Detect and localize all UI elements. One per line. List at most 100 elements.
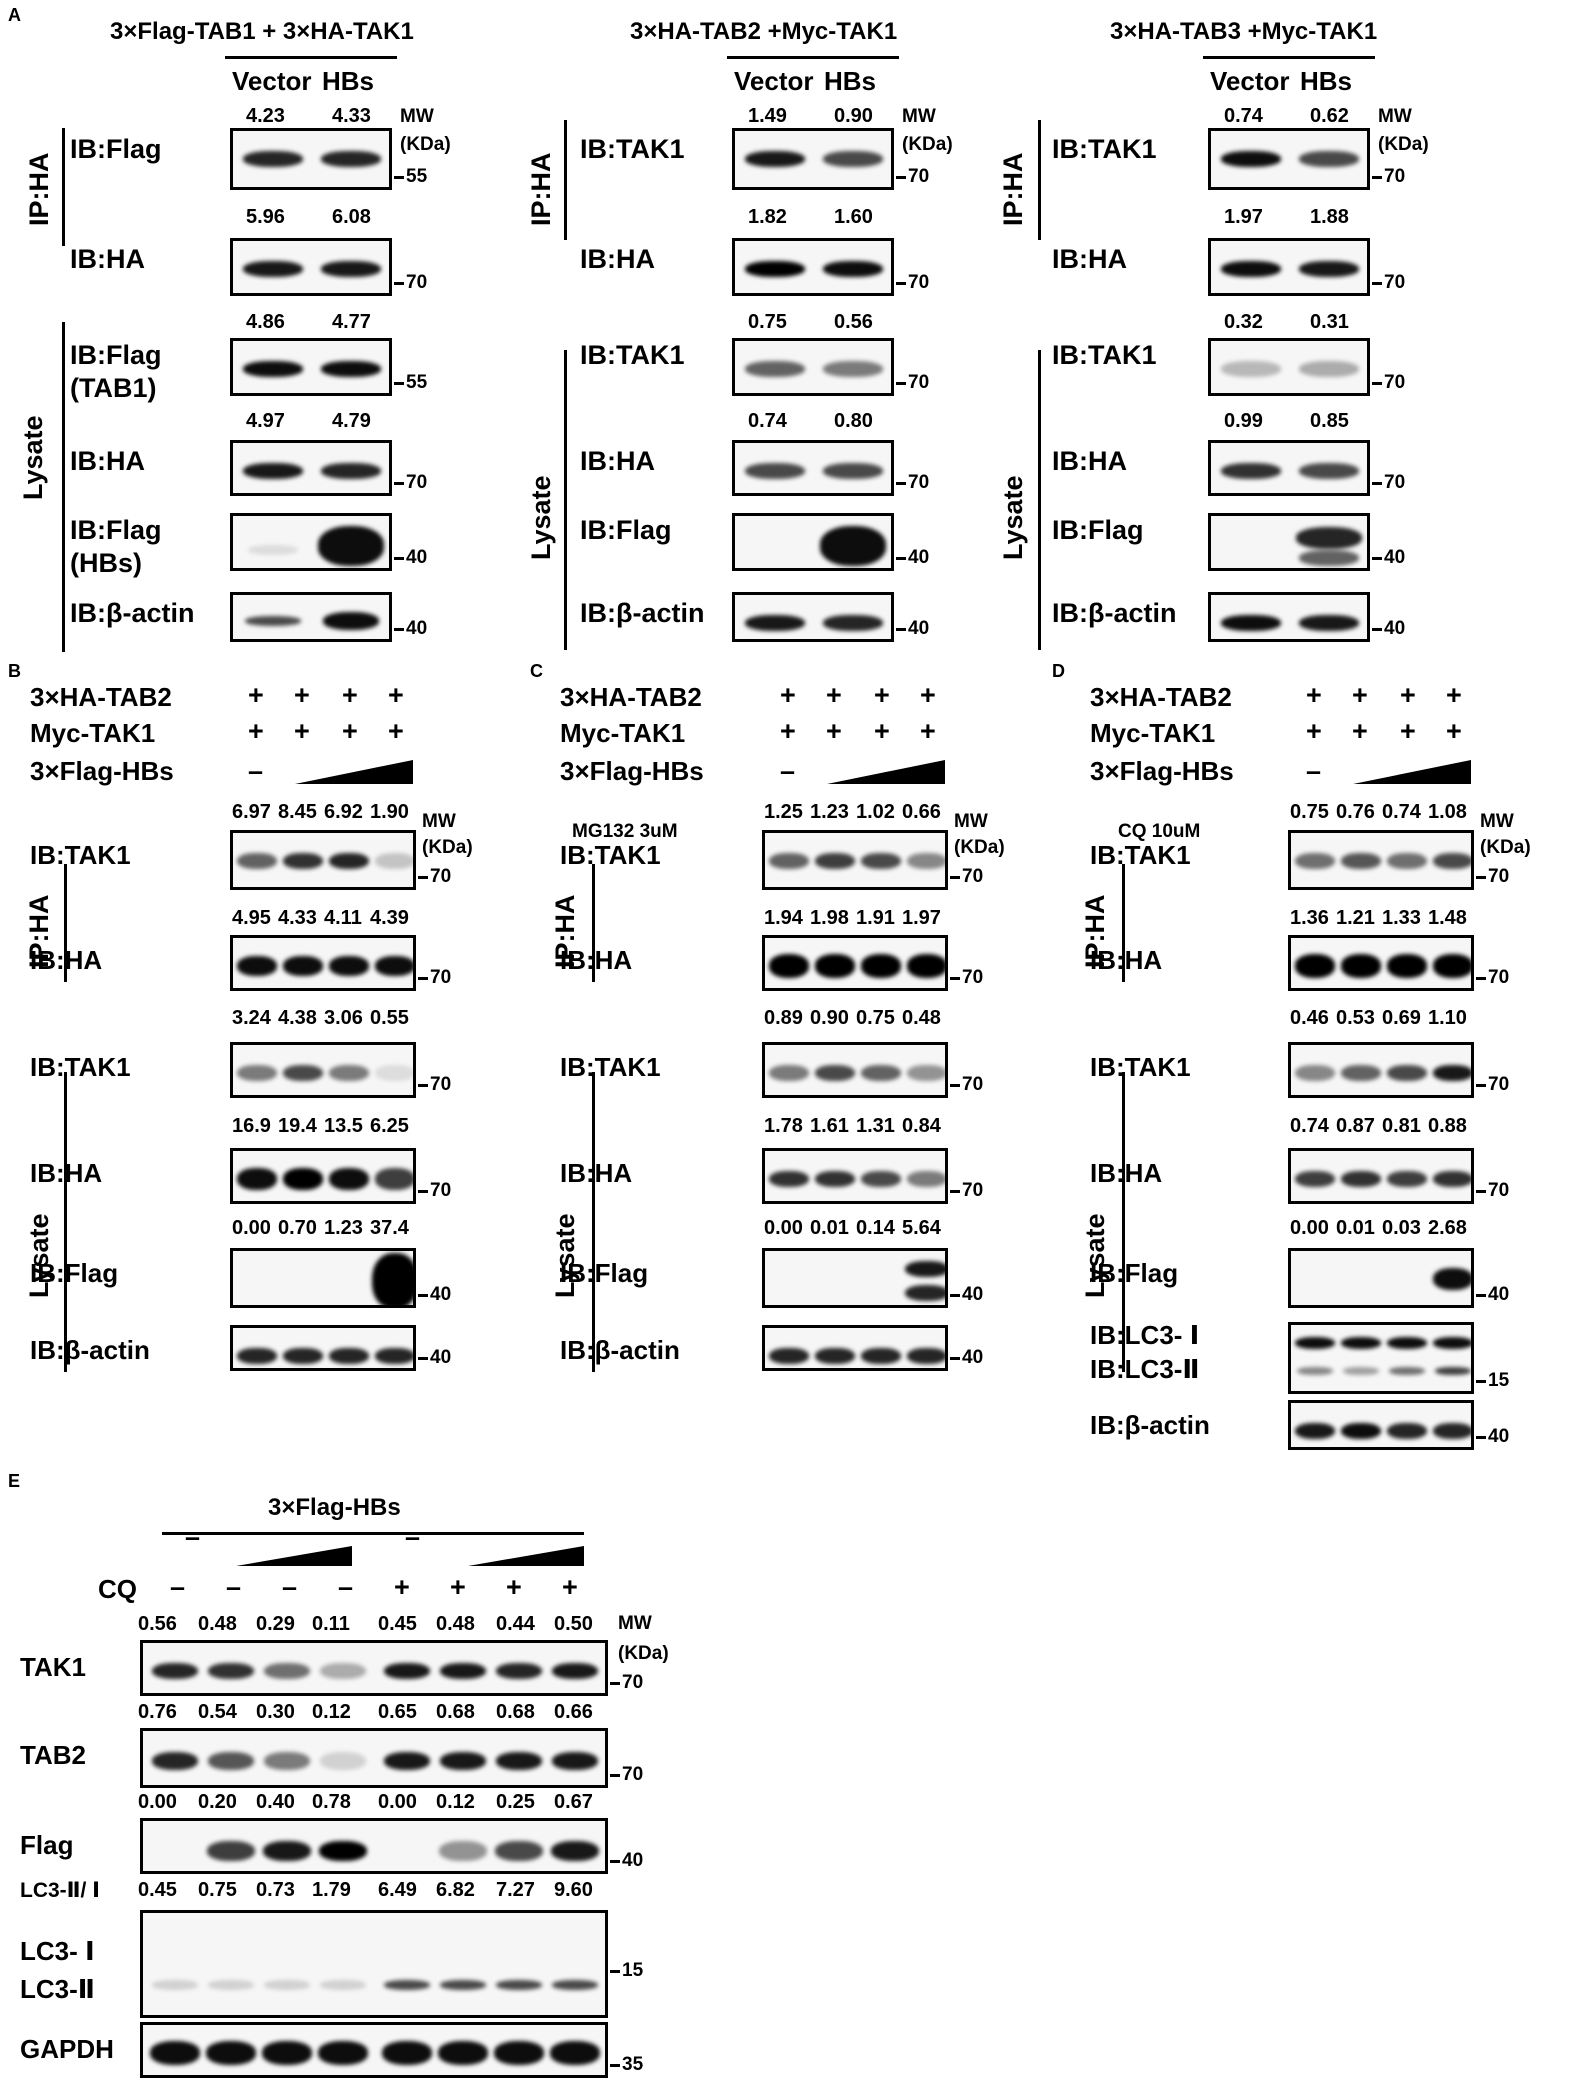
blot-row-label: GAPDH — [20, 2034, 114, 2064]
condition-mark: + — [294, 680, 310, 710]
panel-title: 3×Flag-TAB1 + 3×HA-TAK1 — [110, 18, 414, 45]
protein-band — [815, 853, 855, 869]
blot-row-label: IB:TAK1 — [560, 840, 661, 870]
cq-mark: + — [450, 1572, 466, 1602]
protein-band — [152, 1980, 198, 1990]
blot-strip — [762, 935, 948, 991]
blot-row-label: IB:HA — [1090, 1158, 1163, 1188]
densitometry-value: 1.25 — [764, 801, 803, 823]
densitometry-value: 1.08 — [1428, 801, 1467, 823]
protein-band — [320, 1752, 366, 1770]
blot-row-label: IB:Flag — [1090, 1258, 1179, 1288]
blot-strip — [732, 238, 894, 296]
blot-row-label: IB:HA — [1052, 446, 1127, 476]
group-bracket — [1122, 1072, 1125, 1372]
densitometry-value: 0.14 — [856, 1217, 895, 1239]
protein-band — [496, 1752, 542, 1770]
protein-band — [383, 1841, 431, 1861]
lane-label: Vector — [1210, 66, 1290, 96]
densitometry-value: 0.87 — [1336, 1115, 1375, 1137]
mw-tick — [1476, 1380, 1486, 1383]
blot-strip — [1288, 830, 1474, 890]
protein-band — [861, 1348, 901, 1364]
protein-band — [552, 1980, 598, 1990]
mw-marker: 70 — [430, 967, 452, 988]
densitometry-value: 0.76 — [138, 1701, 177, 1723]
protein-band — [152, 1752, 198, 1770]
protein-band — [329, 853, 369, 869]
protein-band — [375, 956, 413, 976]
protein-band — [321, 261, 381, 277]
protein-band — [551, 1841, 599, 1861]
densitometry-value: 0.30 — [256, 1701, 295, 1723]
condition-mark: + — [920, 680, 936, 710]
densitometry-value: 0.00 — [378, 1791, 417, 1813]
densitometry-value: 1.88 — [1310, 206, 1349, 228]
mw-unit: (KDa) — [1480, 837, 1531, 858]
condition-label: 3×Flag-HBs — [560, 756, 704, 786]
group-label-ip: IP:HA — [24, 152, 54, 227]
protein-band — [823, 615, 883, 631]
group-bracket — [64, 1072, 67, 1372]
densitometry-value: 0.03 — [1382, 1217, 1421, 1239]
condition-mark: + — [388, 680, 404, 710]
blot-row-label: IB:Flag — [1052, 515, 1144, 545]
protein-band — [1433, 1065, 1471, 1081]
protein-band — [815, 1171, 855, 1187]
protein-band — [1295, 1423, 1335, 1439]
blot-row-label: IB:HA — [70, 244, 145, 274]
condition-mark: – — [780, 756, 796, 786]
protein-band — [1295, 853, 1335, 869]
protein-band — [382, 2041, 432, 2065]
panel-title: 3×Flag-HBs — [268, 1494, 401, 1521]
blot-row-label: IB:β-actin — [30, 1335, 150, 1365]
protein-band — [1221, 361, 1281, 377]
densitometry-value: 6.82 — [436, 1879, 475, 1901]
densitometry-value: 13.5 — [324, 1115, 363, 1137]
densitometry-value: 0.48 — [198, 1613, 237, 1635]
densitometry-value: 0.45 — [378, 1613, 417, 1635]
protein-band — [323, 612, 379, 630]
protein-band — [237, 956, 277, 976]
protein-band — [1389, 1367, 1425, 1375]
densitometry-value: 1.10 — [1428, 1007, 1467, 1029]
mw-tick — [610, 1774, 620, 1777]
mw-tick — [896, 482, 906, 485]
group-label-lysate: Lysate — [1080, 1213, 1110, 1298]
condition-label: Myc-TAK1 — [30, 718, 156, 748]
mw-tick — [610, 2064, 620, 2067]
densitometry-value: 1.98 — [810, 907, 849, 929]
mw-marker: 70 — [962, 967, 984, 988]
densitometry-value: 19.4 — [278, 1115, 317, 1137]
densitometry-value: 0.67 — [554, 1791, 593, 1813]
mw-marker: 70 — [1384, 166, 1406, 187]
protein-band — [1433, 1337, 1471, 1349]
mw-unit: (KDa) — [1378, 134, 1429, 155]
blot-strip — [1208, 338, 1370, 396]
protein-band — [206, 2041, 256, 2065]
blot-strip — [732, 338, 894, 396]
protein-band — [375, 1168, 413, 1190]
protein-band — [496, 1663, 542, 1679]
mw-tick — [896, 282, 906, 285]
blot-row-label: IB:HA — [580, 244, 655, 274]
group-bracket — [62, 128, 65, 246]
densitometry-value: 2.68 — [1428, 1217, 1467, 1239]
densitometry-value: 0.75 — [198, 1879, 237, 1901]
protein-band — [905, 1285, 945, 1301]
blot-row-label: IB:Flag — [70, 134, 162, 164]
densitometry-value: 0.12 — [436, 1791, 475, 1813]
protein-band — [1433, 853, 1471, 869]
protein-band — [264, 1980, 310, 1990]
protein-band — [1341, 954, 1381, 978]
mw-marker: 70 — [1488, 967, 1510, 988]
densitometry-value: 0.89 — [764, 1007, 803, 1029]
protein-band — [1295, 1065, 1335, 1081]
blot-strip — [140, 2022, 608, 2078]
densitometry-value: 9.60 — [554, 1879, 593, 1901]
condition-mark: + — [1306, 680, 1322, 710]
panel-letter: A — [8, 5, 21, 25]
densitometry-value: 0.70 — [278, 1217, 317, 1239]
blot-row-label: IB:TAK1 — [580, 134, 685, 164]
condition-mark: – — [248, 756, 264, 786]
